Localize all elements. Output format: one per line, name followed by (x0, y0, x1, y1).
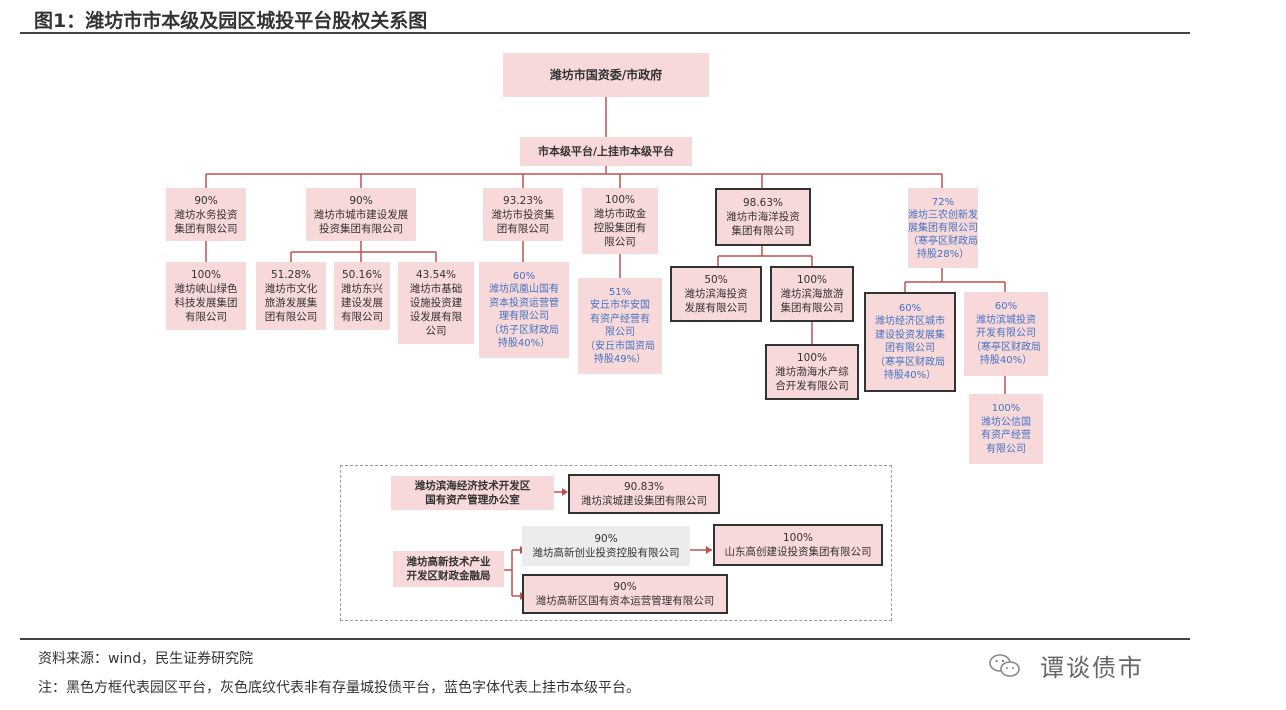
node-bincheng-investment: 60% 潍坊滨城投资 开发有限公司 （寒亭区财政局 持股40%） (964, 292, 1048, 376)
node-xiashan-green: 100% 潍坊峡山绿色 科技发展集团 有限公司 (166, 262, 246, 330)
node-name: 潍坊市投资集 团有限公司 (491, 208, 555, 235)
node-name: 潍坊三农创新发 展集团有限公司 （寒亭区财政局 持股28%） (908, 209, 978, 260)
node-name: 潍坊市海洋投资 集团有限公司 (726, 211, 800, 237)
node-financial-holding: 100% 潍坊市政金 控股集团有 限公司 (582, 188, 658, 254)
node-investment-group: 93.23% 潍坊市投资集 团有限公司 (483, 188, 563, 241)
node-pct: 90% (349, 194, 373, 207)
node-name: 潍坊市政金 控股集团有 限公司 (593, 208, 647, 248)
node-marine-investment: 98.63% 潍坊市海洋投资 集团有限公司 (715, 188, 811, 246)
node-binhai-investment: 50% 潍坊滨海投资 发展有限公司 (670, 266, 762, 322)
note-text: 注：黑色方框代表园区平台，灰色底纹代表非有存量城投债平台，蓝色字体代表上挂市本级… (38, 680, 640, 696)
node-agri-innovation: 72% 潍坊三农创新发 展集团有限公司 （寒亭区财政局 持股28%） (908, 188, 978, 268)
node-bincheng-construction: 90.83% 潍坊滨城建设集团有限公司 (568, 474, 720, 514)
binhai-zone-office-label: 潍坊滨海经济技术开发区 国有资产管理办公室 (414, 480, 531, 506)
node-name: 潍坊渤海水产综 合开发有限公司 (775, 366, 849, 392)
node-anqiu-huaan: 51% 安丘市华安国 有资产经营有 限公司 （安丘市国资局 持股49%） (578, 278, 662, 374)
node-name: 潍坊高新创业投资控股有限公司 (532, 547, 680, 559)
node-bohai-aquatic: 100% 潍坊渤海水产综 合开发有限公司 (765, 344, 859, 400)
node-pct: 100% (782, 532, 814, 544)
node-pct: 100% (796, 352, 828, 364)
node-name: 潍坊凤凰山国有 资本投资运营管 理有限公司 （坊子区财政局 持股40%） (489, 284, 559, 349)
node-water-group: 90% 潍坊水务投资 集团有限公司 (166, 188, 246, 241)
gaoxin-finance-bureau: 潍坊高新技术产业 开发区财政金融局 (393, 551, 504, 587)
node-culture-tourism: 51.28% 潍坊市文化 旅游发展集 团有限公司 (256, 262, 326, 330)
node-pct: 98.63% (742, 197, 784, 209)
root-node: 潍坊市国资委/市政府 (503, 53, 709, 97)
node-name: 潍坊公信国 有资产经营 有限公司 (981, 416, 1031, 455)
binhai-zone-office: 潍坊滨海经济技术开发区 国有资产管理办公室 (391, 476, 554, 510)
node-name: 安丘市华安国 有资产经营有 限公司 （安丘市国资局 持股49%） (585, 300, 655, 365)
node-pct: 90% (594, 533, 618, 545)
node-name: 山东高创建设投资集团有限公司 (724, 546, 872, 558)
root-label: 潍坊市国资委/市政府 (549, 68, 663, 82)
watermark: 谭谈债市 (1040, 654, 1144, 682)
node-name: 潍坊峡山绿色 科技发展集团 有限公司 (174, 283, 238, 323)
node-pct: 90% (194, 194, 218, 207)
top-divider (20, 32, 1190, 34)
node-pct: 60% (512, 270, 536, 282)
node-name: 潍坊高新区国有资本运营管理有限公司 (535, 595, 715, 607)
node-gaoxin-venture: 90% 潍坊高新创业投资控股有限公司 (522, 526, 690, 566)
node-pct: 100% (796, 274, 828, 286)
node-pct: 60% (898, 302, 922, 314)
wechat-icon (989, 654, 1020, 677)
node-gongxin-assets: 100% 潍坊公信国 有资产经营 有限公司 (969, 394, 1043, 464)
node-pct: 51% (608, 286, 632, 298)
node-pct: 50.16% (341, 269, 383, 281)
node-name: 潍坊市基础 设施投资建 设发展有限 公司 (409, 283, 463, 337)
node-pct: 100% (190, 269, 222, 281)
node-name: 潍坊滨城建设集团有限公司 (581, 495, 707, 507)
node-pct: 51.28% (270, 269, 312, 281)
node-gaoxin-state-capital: 90% 潍坊高新区国有资本运营管理有限公司 (522, 574, 728, 614)
node-name: 潍坊东兴 建设发展 有限公司 (341, 283, 383, 323)
node-pct: 93.23% (502, 194, 544, 207)
node-name: 潍坊滨海投资 发展有限公司 (684, 288, 748, 314)
node-name: 潍坊市文化 旅游发展集 团有限公司 (264, 283, 318, 323)
node-pct: 72% (931, 196, 955, 208)
node-name: 潍坊滨海旅游 集团有限公司 (780, 288, 844, 314)
node-name: 潍坊市城市建设发展 投资集团有限公司 (313, 208, 409, 235)
gaoxin-finance-bureau-label: 潍坊高新技术产业 开发区财政金融局 (406, 556, 491, 582)
node-binhai-tourism: 100% 潍坊滨海旅游 集团有限公司 (770, 266, 854, 322)
node-infrastructure: 43.54% 潍坊市基础 设施投资建 设发展有限 公司 (398, 262, 474, 344)
node-name: 潍坊滨城投资 开发有限公司 （寒亭区财政局 持股40%） (971, 314, 1041, 367)
node-pct: 90.83% (623, 481, 665, 493)
source-text: 资料来源：wind，民生证券研究院 (38, 651, 254, 667)
node-fenghuangshan: 60% 潍坊凤凰山国有 资本投资运营管 理有限公司 （坊子区财政局 持股40%） (479, 262, 569, 358)
node-pct: 43.54% (415, 269, 457, 281)
level-label: 市本级平台/上挂市本级平台 (520, 137, 692, 166)
park-platforms-frame (340, 465, 892, 621)
node-pct: 100% (991, 403, 1021, 414)
node-pct: 100% (604, 194, 636, 206)
bottom-divider (20, 638, 1190, 640)
level-label-text: 市本级平台/上挂市本级平台 (537, 144, 675, 158)
node-name: 潍坊经济区城市 建设投资发展集 团有限公司 （寒亭区财政局 持股40%） (875, 316, 945, 381)
node-dongxing: 50.16% 潍坊东兴 建设发展 有限公司 (334, 262, 390, 330)
node-name: 潍坊水务投资 集团有限公司 (174, 208, 238, 235)
node-urban-construction: 90% 潍坊市城市建设发展 投资集团有限公司 (306, 188, 416, 241)
node-economic-zone-urban: 60% 潍坊经济区城市 建设投资发展集 团有限公司 （寒亭区财政局 持股40%） (864, 292, 956, 392)
node-pct: 60% (994, 301, 1018, 313)
node-pct: 50% (704, 274, 728, 286)
node-shandong-gaochuang: 100% 山东高创建设投资集团有限公司 (713, 524, 883, 566)
page-title: 图1：潍坊市市本级及园区城投平台股权关系图 (34, 10, 428, 32)
node-pct: 90% (613, 581, 637, 593)
